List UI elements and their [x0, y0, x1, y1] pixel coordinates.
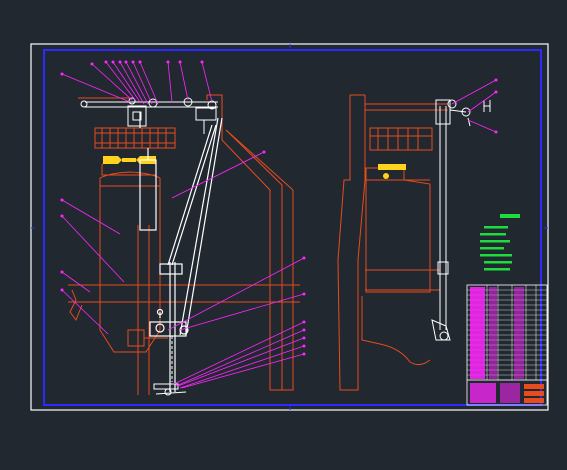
front-beams	[68, 97, 300, 322]
title-block-columns	[486, 285, 537, 380]
front-leader-lines	[61, 61, 305, 389]
linkage-rods	[139, 112, 223, 392]
side-yellow-parts	[378, 164, 406, 179]
title-block-parts-list	[470, 287, 524, 379]
front-leader-dots	[60, 60, 306, 356]
notes-line-7	[484, 268, 510, 271]
title-block-footer	[467, 379, 547, 403]
notes-line-1	[484, 226, 508, 229]
inner-drawing-frame	[43, 49, 542, 406]
side-column	[337, 94, 448, 391]
front-columns	[137, 94, 294, 395]
notes-line-3	[480, 240, 510, 243]
top-header-plate	[94, 127, 176, 149]
sheet-frame	[30, 43, 549, 411]
notes-heading	[500, 214, 520, 218]
side-elevation-view	[337, 78, 498, 391]
technical-notes	[480, 214, 520, 271]
cylinder-tank	[99, 159, 168, 353]
notes-line-4	[480, 247, 504, 250]
front-elevation-view	[60, 60, 306, 396]
notes-line-6	[484, 261, 512, 264]
side-tank	[365, 127, 433, 293]
bottom-pedal	[153, 336, 187, 396]
title-block	[466, 284, 548, 406]
side-mechanism	[431, 99, 491, 341]
side-leader-lines	[451, 79, 497, 133]
side-leader-dots	[494, 78, 498, 134]
notes-line-5	[480, 254, 512, 257]
notes-line-2	[480, 233, 506, 236]
